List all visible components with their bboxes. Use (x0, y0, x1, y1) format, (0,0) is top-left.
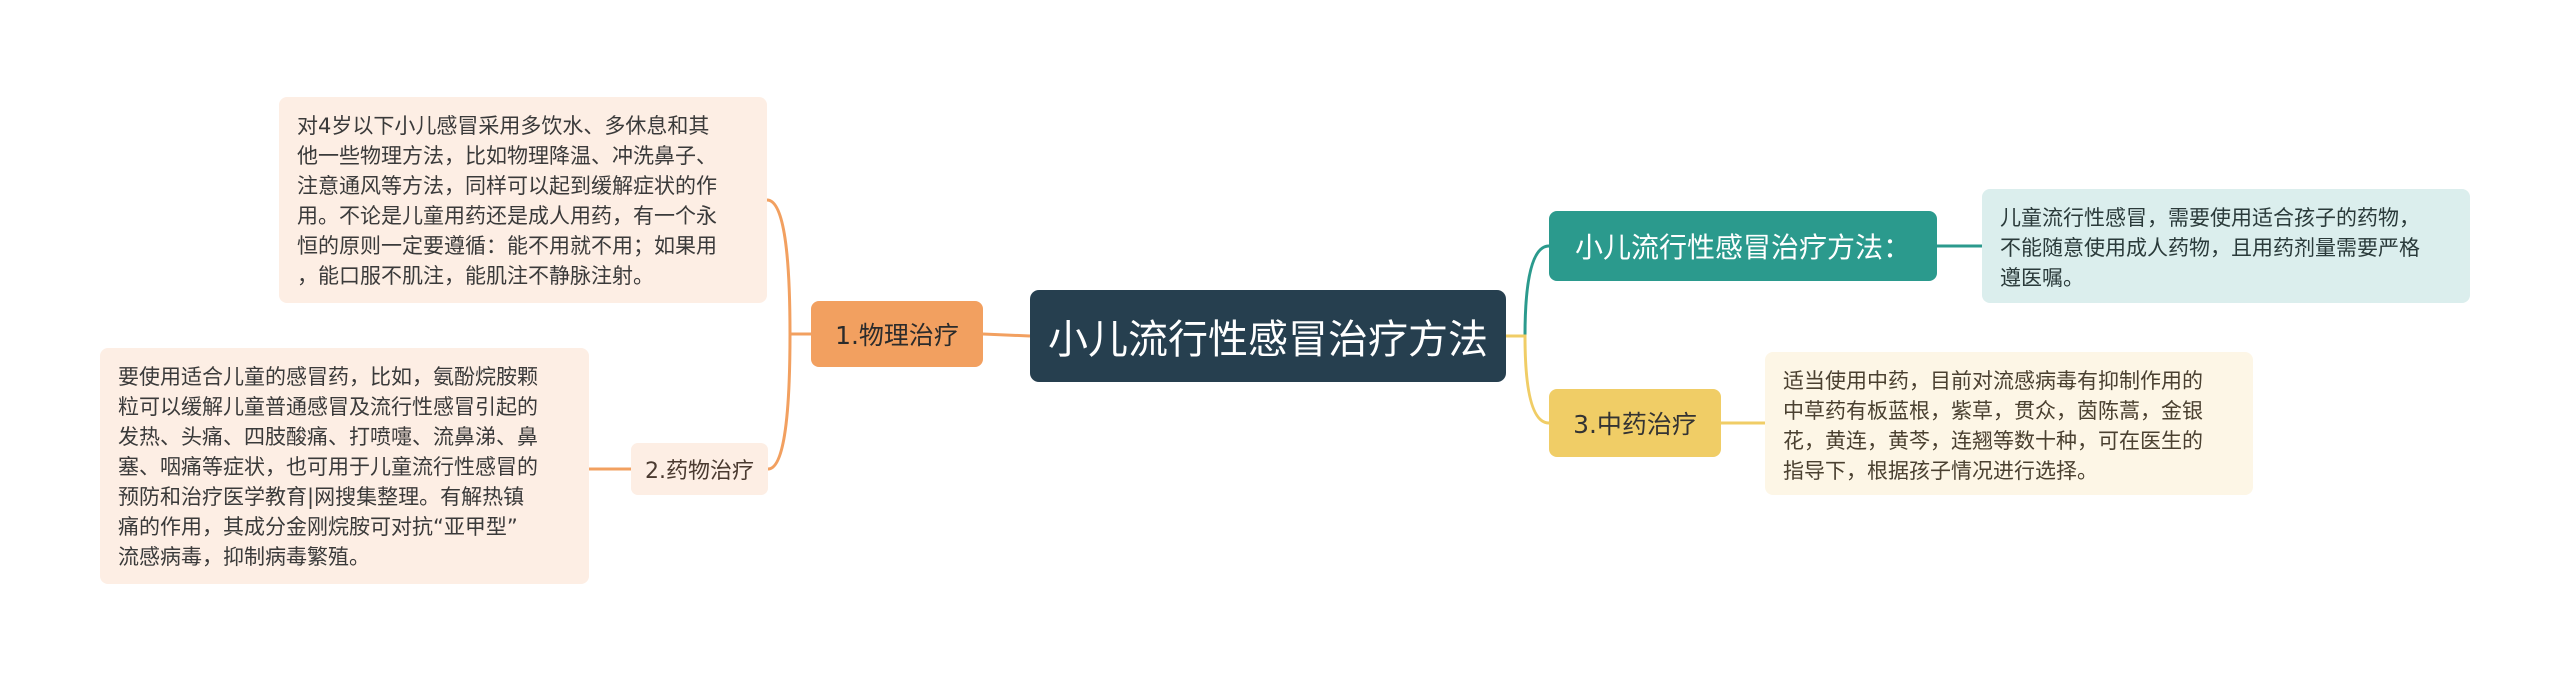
link-central-tcm (1506, 334, 1550, 425)
central-topic-label: 小儿流行性感冒治疗方法 (1048, 317, 1488, 363)
branch-treatment-method[interactable]: 小儿流行性感冒治疗方法： (1549, 211, 1937, 281)
branch-physical-therapy-label: 1.物理治疗 (835, 321, 959, 350)
branch-treatment-method-label: 小儿流行性感冒治疗方法： (1574, 231, 1911, 264)
link-central-physical (982, 332, 1031, 338)
note-tcm-therapy-text: 适当使用中药，目前对流感病毒有抑制作用的 中草药有板蓝根，紫草，贯众，茵陈蒿，金… (1783, 369, 2203, 483)
branch-physical-therapy[interactable]: 1.物理治疗 (811, 301, 983, 367)
branch-drug-therapy-label: 2.药物治疗 (645, 459, 754, 484)
note-drug-therapy-text: 要使用适合儿童的感冒药，比如，氨酚烷胺颗 粒可以缓解儿童普通感冒及流行性感冒引起… (118, 365, 538, 569)
branch-drug-therapy[interactable]: 2.药物治疗 (631, 443, 768, 495)
note-physical-therapy-text: 对4岁以下小儿感冒采用多饮水、多休息和其 他一些物理方法，比如物理降温、冲洗鼻子… (297, 114, 717, 288)
note-treatment-method[interactable]: 儿童流行性感冒，需要使用适合孩子的药物， 不能随意使用成人药物，且用药剂量需要严… (1982, 189, 2470, 303)
central-topic[interactable]: 小儿流行性感冒治疗方法 (1030, 290, 1506, 382)
note-treatment-method-text: 儿童流行性感冒，需要使用适合孩子的药物， 不能随意使用成人药物，且用药剂量需要严… (2000, 206, 2420, 290)
branch-tcm-therapy-label: 3.中药治疗 (1573, 410, 1697, 439)
note-tcm-therapy[interactable]: 适当使用中药，目前对流感病毒有抑制作用的 中草药有板蓝根，紫草，贯众，茵陈蒿，金… (1765, 352, 2253, 495)
link-physical-drug (767, 332, 811, 471)
link-central-method (1506, 244, 1550, 338)
note-drug-therapy[interactable]: 要使用适合儿童的感冒药，比如，氨酚烷胺颗 粒可以缓解儿童普通感冒及流行性感冒引起… (100, 348, 589, 584)
note-physical-therapy[interactable]: 对4岁以下小儿感冒采用多饮水、多休息和其 他一些物理方法，比如物理降温、冲洗鼻子… (279, 97, 767, 303)
link-physical-leaf (766, 198, 811, 336)
branch-tcm-therapy[interactable]: 3.中药治疗 (1549, 389, 1721, 457)
